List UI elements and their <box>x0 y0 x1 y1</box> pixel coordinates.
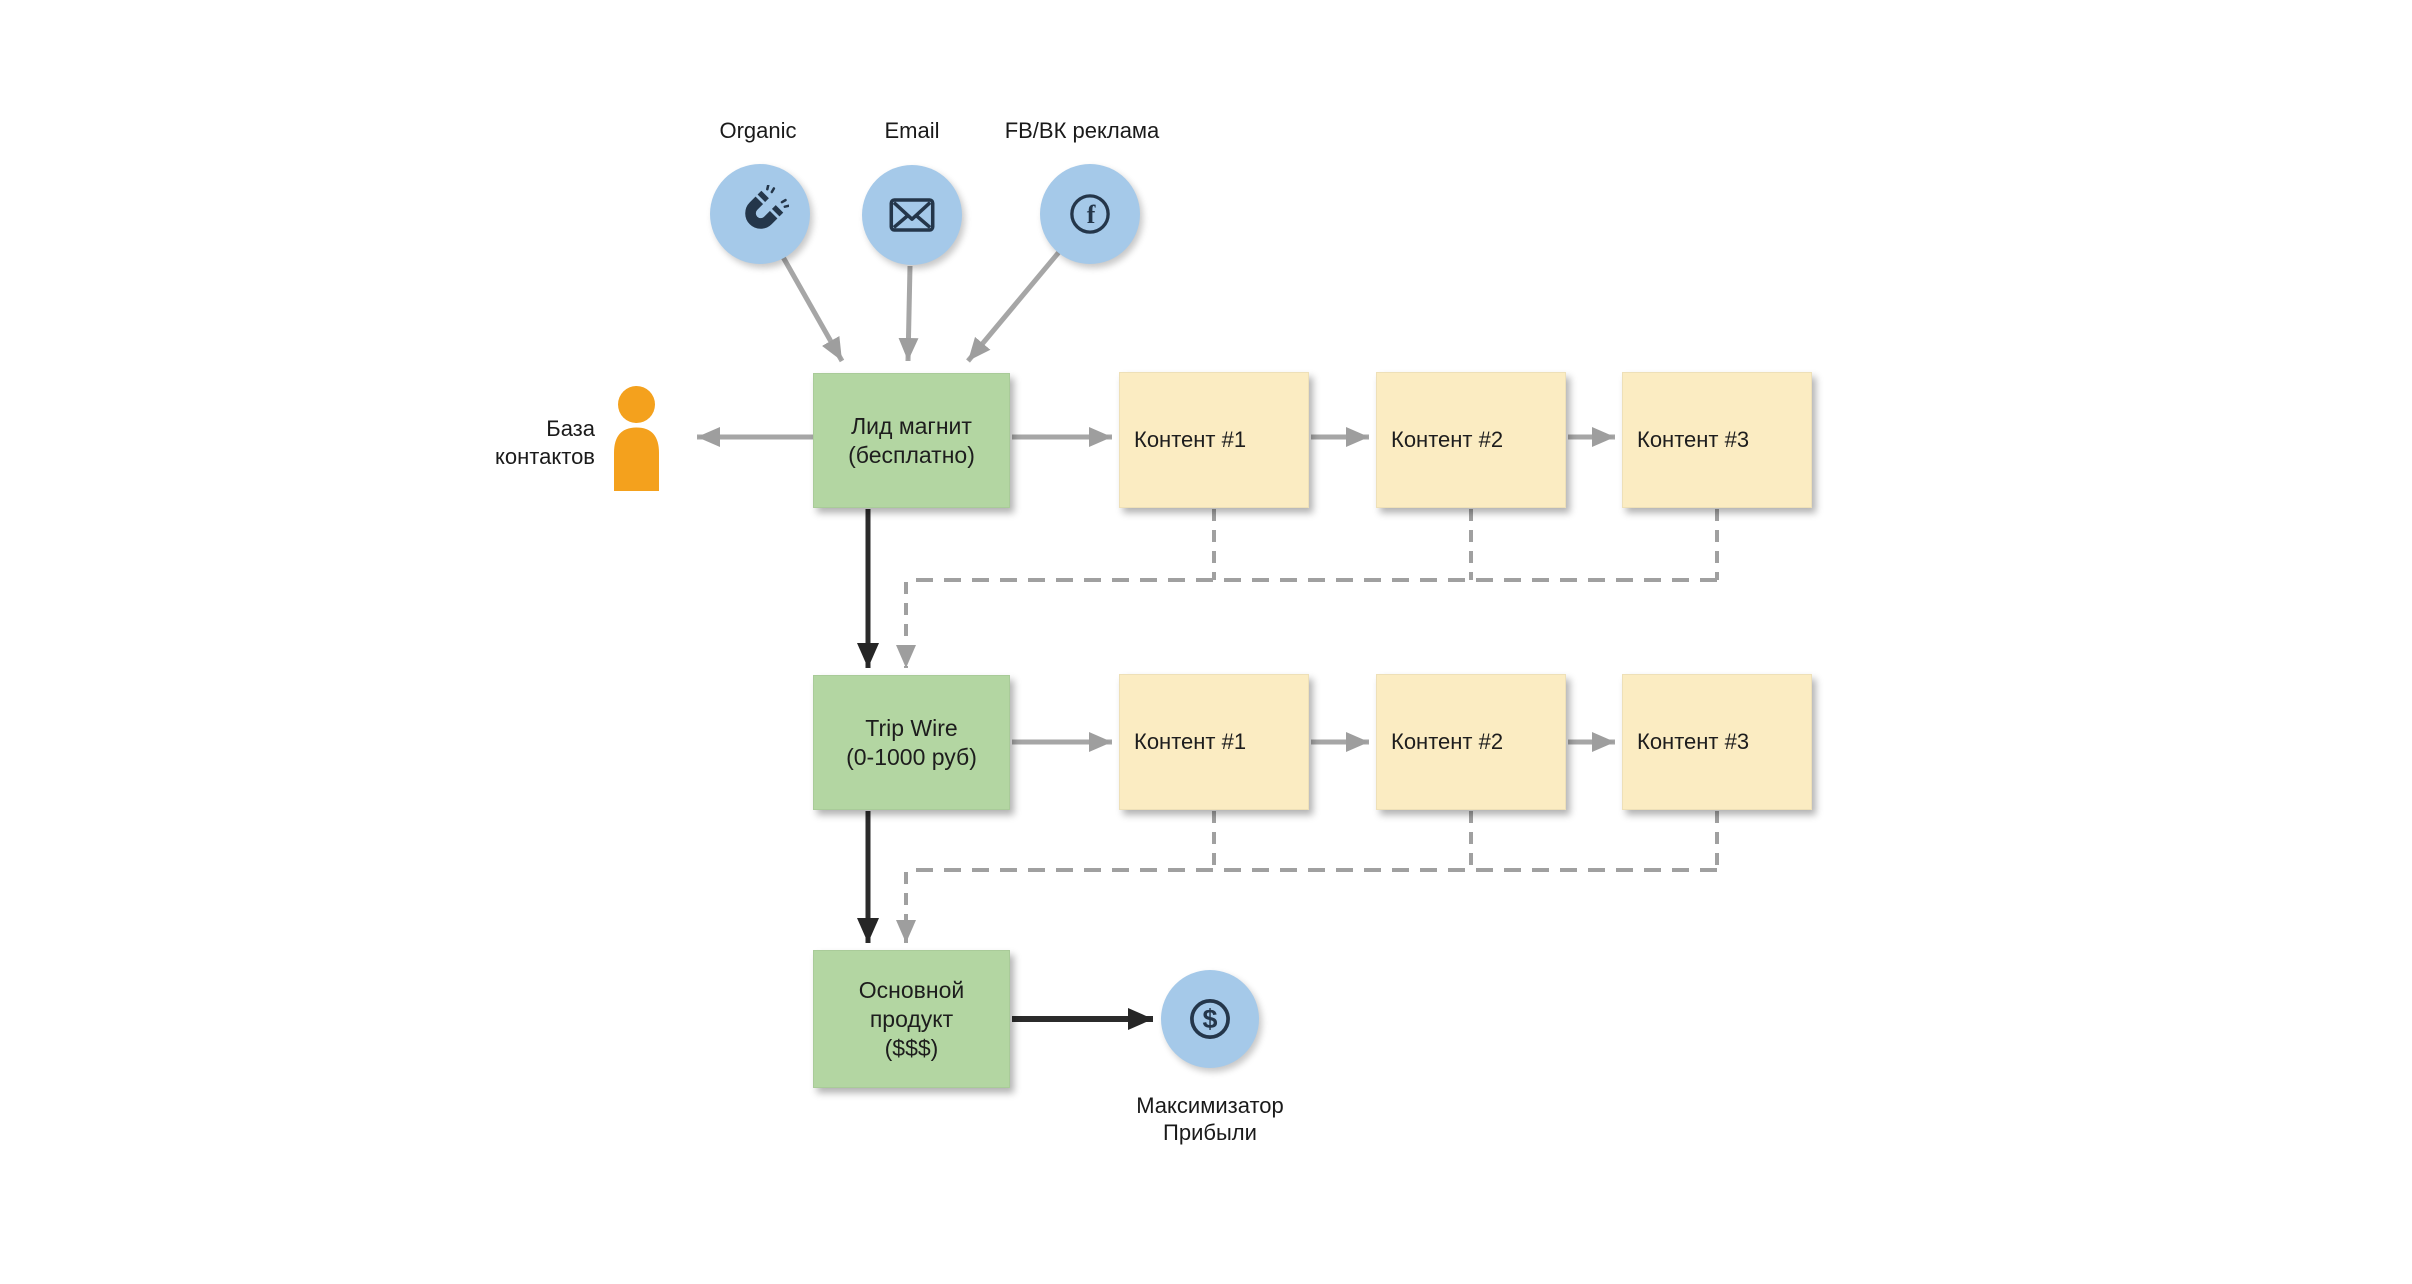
envelope-icon <box>889 198 935 232</box>
stage-box-trip-wire: Trip Wire (0-1000 руб) <box>813 675 1010 810</box>
content-box-row2-2: Контент #2 <box>1376 674 1566 810</box>
stage-box-lead-magnet: Лид магнит (бесплатно) <box>813 373 1010 508</box>
content-box-row1-2: Контент #2 <box>1376 372 1566 508</box>
content-box-label: Контент #3 <box>1637 729 1750 754</box>
stage-trip-wire-line2: (0-1000 руб) <box>846 743 977 770</box>
magnet-icon <box>745 185 789 229</box>
stage-trip-wire-line1: Trip Wire <box>865 714 958 741</box>
svg-text:$: $ <box>1203 1004 1218 1034</box>
content-box-row2-1: Контент #1 <box>1119 674 1309 810</box>
arrow-fbvk-to-lead-magnet <box>966 250 1061 363</box>
stage-box-core-product: Основной продукт ($$$) <box>813 950 1010 1088</box>
source-label-organic: Organic <box>719 118 797 143</box>
stage-lead-magnet-line2: (бесплатно) <box>848 441 975 468</box>
arrow-organic-to-lead-magnet <box>780 255 845 363</box>
stage-lead-magnet-line1: Лид магнит <box>851 412 972 439</box>
source-circle-email <box>862 165 962 265</box>
profit-maximizer-label-line2: Прибыли <box>1163 1120 1257 1145</box>
stage-core-product-line1: Основной <box>858 976 965 1003</box>
arrow-email-to-lead-magnet <box>898 265 919 362</box>
content-box-row1-1: Контент #1 <box>1119 372 1309 508</box>
source-label-email: Email <box>884 118 940 143</box>
stage-core-product-line3: ($$$) <box>884 1034 939 1061</box>
dollar-icon: $ <box>1190 999 1230 1039</box>
content-box-row2-3: Контент #3 <box>1622 674 1812 810</box>
profit-maximizer-circle: $ <box>1161 970 1259 1068</box>
contact-base-label-line2: контактов <box>495 444 595 469</box>
content-box-row1-3: Контент #3 <box>1622 372 1812 508</box>
content-box-label: Контент #1 <box>1134 427 1247 452</box>
content-box-label: Контент #2 <box>1391 427 1504 452</box>
contact-base-label: База контактов <box>440 415 595 471</box>
source-circle-fbvk: f <box>1040 164 1140 264</box>
source-label-fbvk: FB/ВК реклама <box>1004 118 1160 143</box>
profit-maximizer-label-line1: Максимизатор <box>1136 1093 1284 1118</box>
content-box-label: Контент #1 <box>1134 729 1247 754</box>
content-box-label: Контент #2 <box>1391 729 1504 754</box>
facebook-icon: f <box>1070 194 1110 234</box>
svg-text:f: f <box>1087 200 1096 229</box>
stage-core-product-line2: продукт <box>869 1005 954 1032</box>
content-box-label: Контент #3 <box>1637 427 1750 452</box>
profit-maximizer-label: Максимизатор Прибыли <box>1085 1092 1335 1146</box>
source-circle-organic <box>710 164 810 264</box>
person-icon <box>614 386 659 491</box>
contact-base-label-line1: База <box>546 416 595 441</box>
